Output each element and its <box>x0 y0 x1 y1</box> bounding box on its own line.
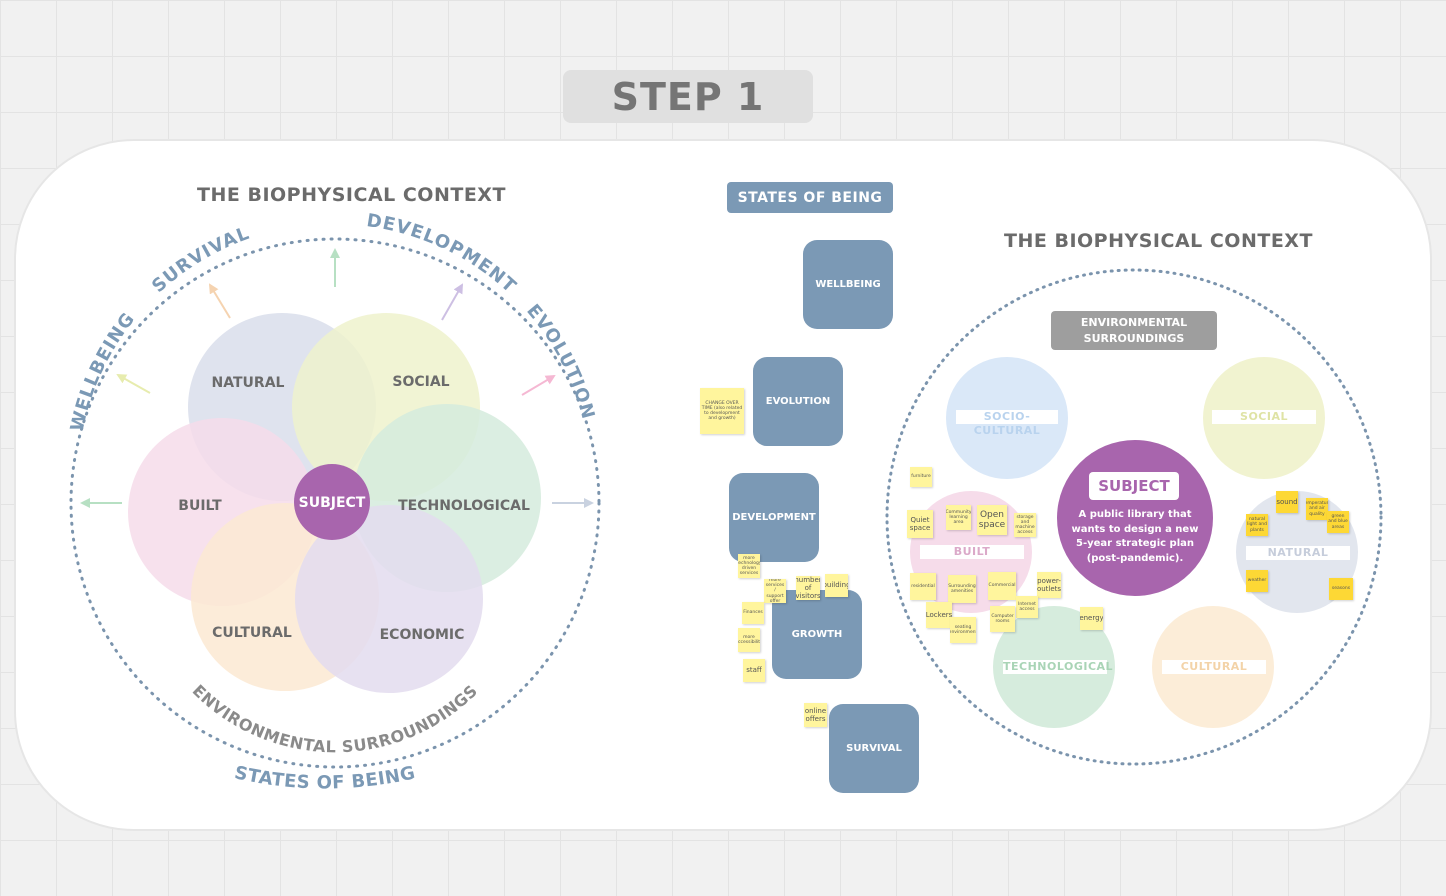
env-tag-line-1: ENVIRONMENTAL <box>1080 316 1188 330</box>
state-evolution[interactable]: EVOLUTION <box>753 357 843 446</box>
sticky-note[interactable]: more accessibility <box>738 628 760 652</box>
sticky-note[interactable]: Surrounding amenities <box>948 575 976 603</box>
left-title: THE BIOPHYSICAL CONTEXT <box>197 184 506 206</box>
cultural-label: CULTURAL <box>212 625 292 641</box>
sticky-note[interactable]: building <box>825 574 848 597</box>
sticky-note[interactable]: seasons <box>1329 578 1353 600</box>
built-label: BUILT <box>178 498 222 514</box>
economic-circle <box>295 505 483 693</box>
state-development[interactable]: DEVELOPMENT <box>729 473 819 562</box>
state-growth[interactable]: GROWTH <box>772 590 862 679</box>
sticky-note[interactable]: Lockers <box>926 602 952 628</box>
subject-description: A public library that wants to design a … <box>1071 509 1199 564</box>
sticky-note[interactable]: Commercial <box>988 572 1016 600</box>
sticky-note[interactable]: more technology driven services <box>738 554 760 578</box>
arrow-development <box>441 283 463 321</box>
sticky-note[interactable]: staff <box>743 659 765 682</box>
cultural-label-right: CULTURAL <box>1162 660 1266 674</box>
sticky-note[interactable]: residential <box>910 573 936 600</box>
state-survival[interactable]: SURVIVAL <box>829 704 919 793</box>
sticky-note[interactable]: storage and machine access <box>1014 513 1036 537</box>
technological-label: TECHNOLOGICAL <box>398 498 530 514</box>
sticky-note[interactable]: furniture <box>910 467 932 487</box>
natural-label: NATURAL <box>212 375 285 391</box>
socio-cultural-label: SOCIO-CULTURAL <box>956 410 1058 437</box>
technological-label-right: TECHNOLOGICAL <box>1003 660 1114 674</box>
sticky-note[interactable]: Finances <box>742 602 764 624</box>
sticky-note[interactable]: Computer rooms <box>990 606 1015 632</box>
sticky-note[interactable]: online offers <box>804 703 827 727</box>
sticky-note[interactable]: power-outlets <box>1037 572 1061 598</box>
sticky-note[interactable]: sound <box>1276 491 1298 513</box>
development-arc-label: DEVELOPMENT <box>365 210 520 297</box>
subject-circle-right <box>1057 440 1213 596</box>
subject-circle <box>294 464 370 540</box>
arrow-evolution <box>521 374 556 396</box>
biophysical-context-diagram: NATURAL SOCIAL TECHNOLOGICAL BUILT CULTU… <box>67 210 601 793</box>
sticky-note[interactable]: temperature and air quality <box>1306 498 1328 520</box>
natural-label-right: NATURAL <box>1246 546 1350 560</box>
subject-label-right: SUBJECT <box>1089 472 1179 500</box>
sticky-note[interactable]: CHANGE OVER TIME (also related to develo… <box>700 388 744 434</box>
sticky-note[interactable]: energy <box>1080 607 1103 630</box>
env-tag-line-2: SURROUNDINGS <box>1083 331 1185 345</box>
wellbeing-arc-label: WELLBEING <box>67 309 140 434</box>
sticky-note[interactable]: Community learning area <box>946 505 971 530</box>
sticky-note[interactable]: Open space <box>977 505 1007 535</box>
evolution-arc-label: EVOLUTION <box>522 300 598 422</box>
survival-arc-label: SURVIVAL <box>148 223 253 297</box>
states-of-being-tag: STATES OF BEING <box>727 182 893 213</box>
sticky-note[interactable]: green and blue areas <box>1327 511 1349 533</box>
arrow-survival <box>208 283 231 319</box>
subject-label: SUBJECT <box>299 495 366 511</box>
built-label-right: BUILT <box>920 545 1024 559</box>
sticky-note[interactable]: seating environment <box>950 617 976 643</box>
sticky-note[interactable]: number of visitors <box>796 576 820 600</box>
sticky-note[interactable]: weather <box>1246 570 1268 592</box>
right-dotted-ring <box>885 268 1383 766</box>
sticky-note[interactable]: Internet access <box>1016 596 1038 618</box>
social-label: SOCIAL <box>392 374 449 390</box>
arrow-wellbeing <box>116 374 151 394</box>
sticky-note[interactable]: natural light and plants <box>1246 514 1268 536</box>
state-wellbeing[interactable]: WELLBEING <box>803 240 893 329</box>
step-title: STEP 1 <box>563 70 813 123</box>
right-title: THE BIOPHYSICAL CONTEXT <box>1004 230 1313 252</box>
outer-dotted-ring <box>69 237 601 769</box>
sticky-note[interactable]: more services / support offer <box>764 579 786 603</box>
economic-label: ECONOMIC <box>380 627 465 643</box>
social-label-right: SOCIAL <box>1212 410 1316 424</box>
sticky-note[interactable]: Quiet space <box>907 510 933 538</box>
